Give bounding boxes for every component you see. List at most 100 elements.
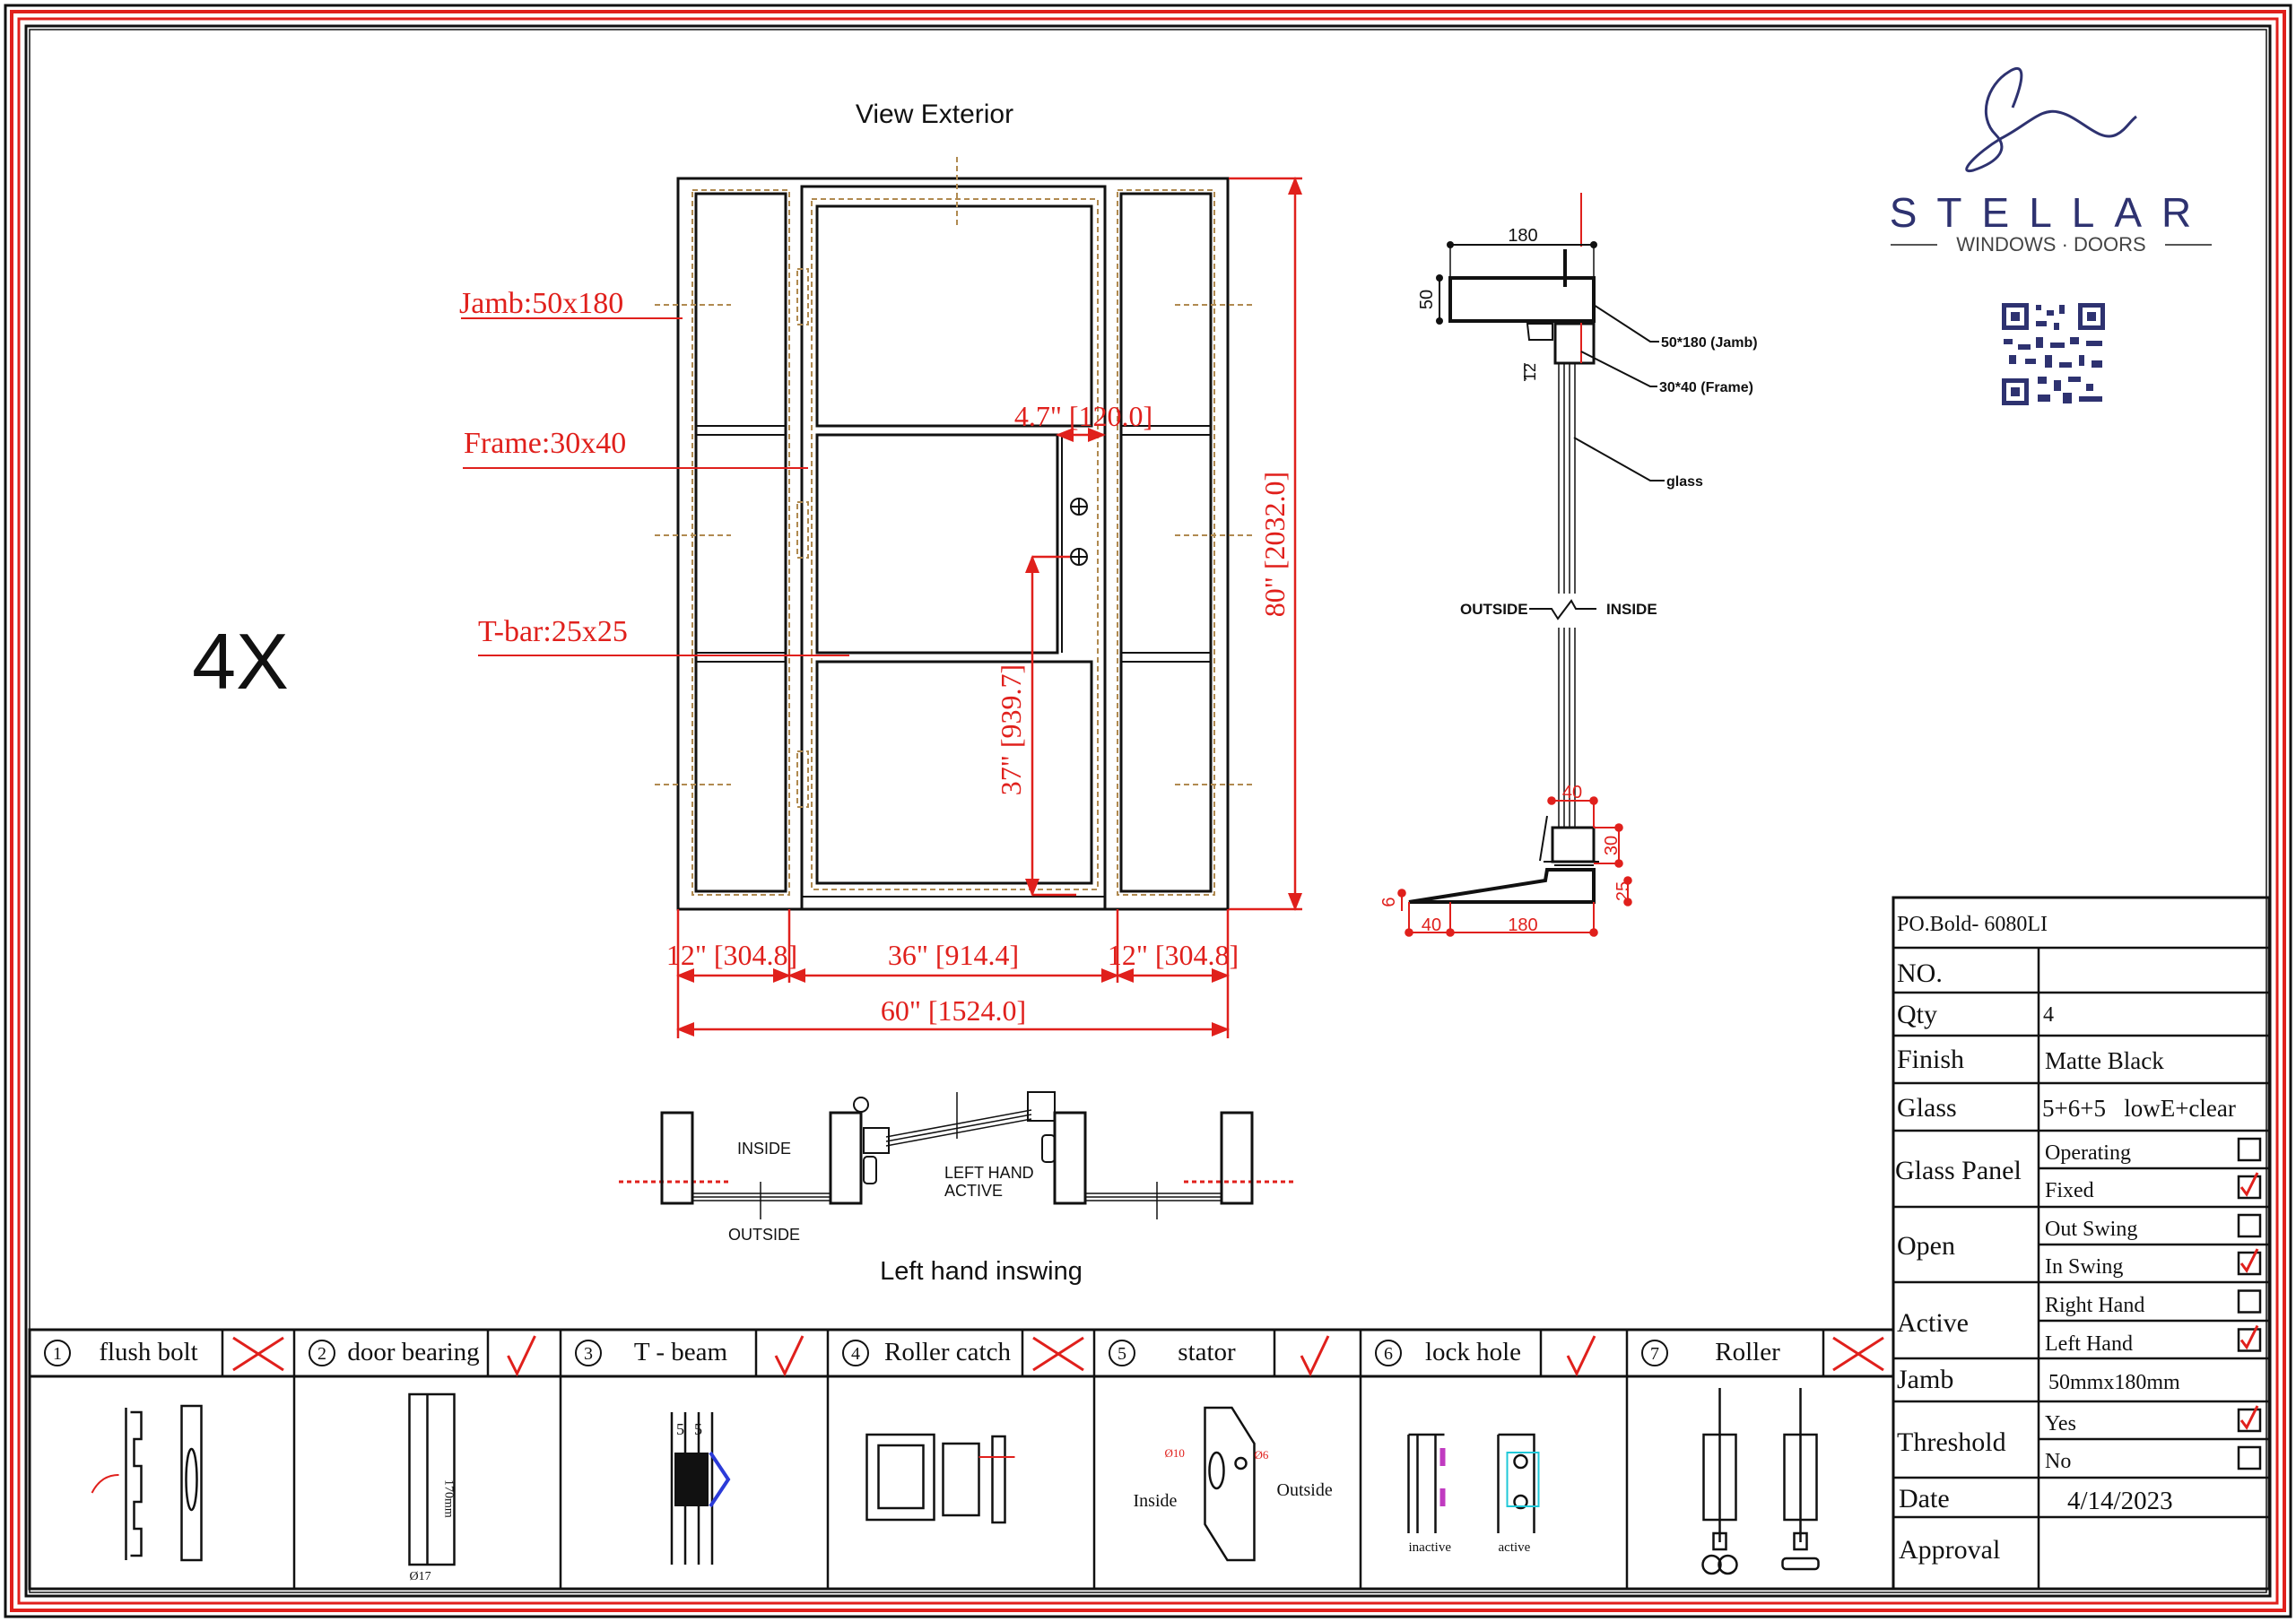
option-label: Fixed: [2045, 1179, 2094, 1202]
lock-active-label: active: [1499, 1540, 1531, 1555]
section-jamb-depth: 50: [1417, 290, 1437, 309]
quantity-mark: 4X: [192, 617, 289, 706]
checkbox[interactable]: [2237, 1445, 2262, 1470]
lock-hole-icon: [1070, 548, 1088, 566]
glass-label: Glass: [1897, 1093, 1957, 1123]
plan-outside-label: OUTSIDE: [728, 1226, 800, 1244]
view-title: View Exterior: [856, 100, 1013, 129]
section-jamb-width: 180: [1508, 226, 1537, 246]
hardware-label: stator: [1178, 1338, 1236, 1366]
option-right-hand: Right Hand: [2045, 1289, 2262, 1317]
height-dimension: 80" [2032.0]: [1258, 472, 1291, 617]
hardware-item-flush-bolt: 1 flush bolt: [44, 1336, 284, 1562]
stator-hole-large: Ø10: [1165, 1446, 1185, 1460]
hardware-label: door bearing: [347, 1338, 479, 1366]
option-label: No: [2045, 1450, 2071, 1473]
hardware-number: 1: [53, 1344, 62, 1364]
hardware-number: 7: [1650, 1344, 1659, 1364]
tbar-label: T-bar:25x25: [478, 615, 628, 648]
tbeam-note-right: 5: [694, 1420, 702, 1438]
number-badge: [1641, 1340, 1668, 1366]
option-label: In Swing: [2045, 1255, 2123, 1279]
option-label: Left Hand: [2045, 1332, 2133, 1356]
vertical-section: [1408, 193, 1665, 904]
option-label: Yes: [2045, 1412, 2076, 1436]
hardware-number: 2: [317, 1344, 326, 1364]
plan-inside-label: INSIDE: [737, 1140, 791, 1158]
hardware-label: Roller: [1715, 1338, 1780, 1366]
checkmark-icon: [507, 1335, 536, 1377]
threshold-depth-dim: 180: [1508, 915, 1537, 935]
frame-callout: 30*40 (Frame): [1659, 380, 1753, 395]
option-left-hand: Left Hand: [2045, 1324, 2262, 1356]
option-yes: Yes: [2045, 1405, 2262, 1436]
checkmark-icon: [2239, 1248, 2259, 1273]
hardware-illustration: [91, 1404, 203, 1562]
option-label: Out Swing: [2045, 1218, 2137, 1241]
plan-active-label-1: LEFT HAND: [944, 1164, 1034, 1182]
checkmark-icon: [774, 1335, 804, 1377]
stator-inside-label: Inside: [1134, 1491, 1178, 1511]
checkbox[interactable]: [2237, 1408, 2262, 1433]
hardware-strip: [28, 1328, 1895, 1591]
overall-width-dimension: 60" [1524.0]: [881, 994, 1026, 1027]
jamb-row-label: Jamb: [1897, 1365, 1953, 1394]
right-sidelite-dimension: 12" [304.8]: [1108, 939, 1239, 971]
hardware-number: 3: [584, 1344, 593, 1364]
logo-signature-icon: [1965, 66, 2137, 173]
checkbox[interactable]: [2237, 1251, 2262, 1276]
handle-height-dimension: 37" [939.7]: [995, 664, 1027, 795]
threshold-lip-dim: 40: [1422, 915, 1441, 935]
open-label: Open: [1897, 1231, 1955, 1261]
option-no: No: [2045, 1445, 2262, 1473]
hardware-label: flush bolt: [99, 1338, 197, 1366]
checkbox[interactable]: [2237, 1175, 2262, 1200]
checkbox[interactable]: [2237, 1328, 2262, 1352]
frame-label: Frame:30x40: [464, 427, 626, 460]
handle-offset-dimension: 4.7" [120.0]: [1014, 400, 1152, 432]
threshold-label: Threshold: [1897, 1427, 2006, 1457]
frame-width-dim: 40: [1562, 783, 1582, 802]
hardware-illustration: [865, 1433, 1015, 1524]
glass-panel-label: Glass Panel: [1895, 1156, 2022, 1185]
hardware-label: Roller catch: [884, 1338, 1011, 1366]
section-inside-label: INSIDE: [1606, 601, 1657, 618]
qty-label: Qty: [1897, 1000, 1937, 1029]
bearing-length-note: 170mm: [442, 1479, 456, 1518]
option-label: Right Hand: [2045, 1294, 2144, 1317]
plan-view: [619, 1091, 1296, 1219]
checkbox[interactable]: [2237, 1137, 2262, 1162]
approval-label: Approval: [1899, 1535, 2000, 1565]
checkbox[interactable]: [2237, 1213, 2262, 1238]
section-dimensions: [1397, 796, 1632, 937]
hardware-illustration: [1701, 1388, 1820, 1575]
plan-caption: Left hand inswing: [880, 1257, 1083, 1286]
stator-hole-small: Ø6: [1255, 1448, 1269, 1462]
glass-value: 5+6+5 lowE+clear: [2042, 1095, 2236, 1122]
checkbox[interactable]: [2237, 1289, 2262, 1314]
option-in-swing: In Swing: [2045, 1248, 2262, 1279]
frame-height-dim: 30: [1602, 836, 1622, 855]
threshold-height-dim: 25: [1613, 881, 1633, 901]
finish-label: Finish: [1897, 1045, 1964, 1074]
jamb-label: Jamb:50x180: [459, 287, 623, 320]
jamb-callout: 50*180 (Jamb): [1661, 335, 1758, 351]
checkmark-icon: [2239, 1172, 2259, 1197]
left-sidelite-dimension: 12" [304.8]: [666, 939, 797, 971]
cross-icon: [1832, 1336, 1884, 1372]
checkmark-icon: [1300, 1335, 1330, 1377]
checkmark-icon: [1566, 1335, 1596, 1377]
front-elevation: [655, 157, 1256, 911]
section-outside-label: OUTSIDE: [1460, 601, 1528, 618]
elevation-dimensions: [676, 177, 1302, 1038]
hardware-label: lock hole: [1425, 1338, 1521, 1366]
brand-logo: STELLAR WINDOWS · DOORS: [1890, 66, 2212, 256]
tbeam-note-left: 5: [676, 1420, 684, 1438]
hardware-item-roller: 7 Roller: [1641, 1336, 1884, 1575]
